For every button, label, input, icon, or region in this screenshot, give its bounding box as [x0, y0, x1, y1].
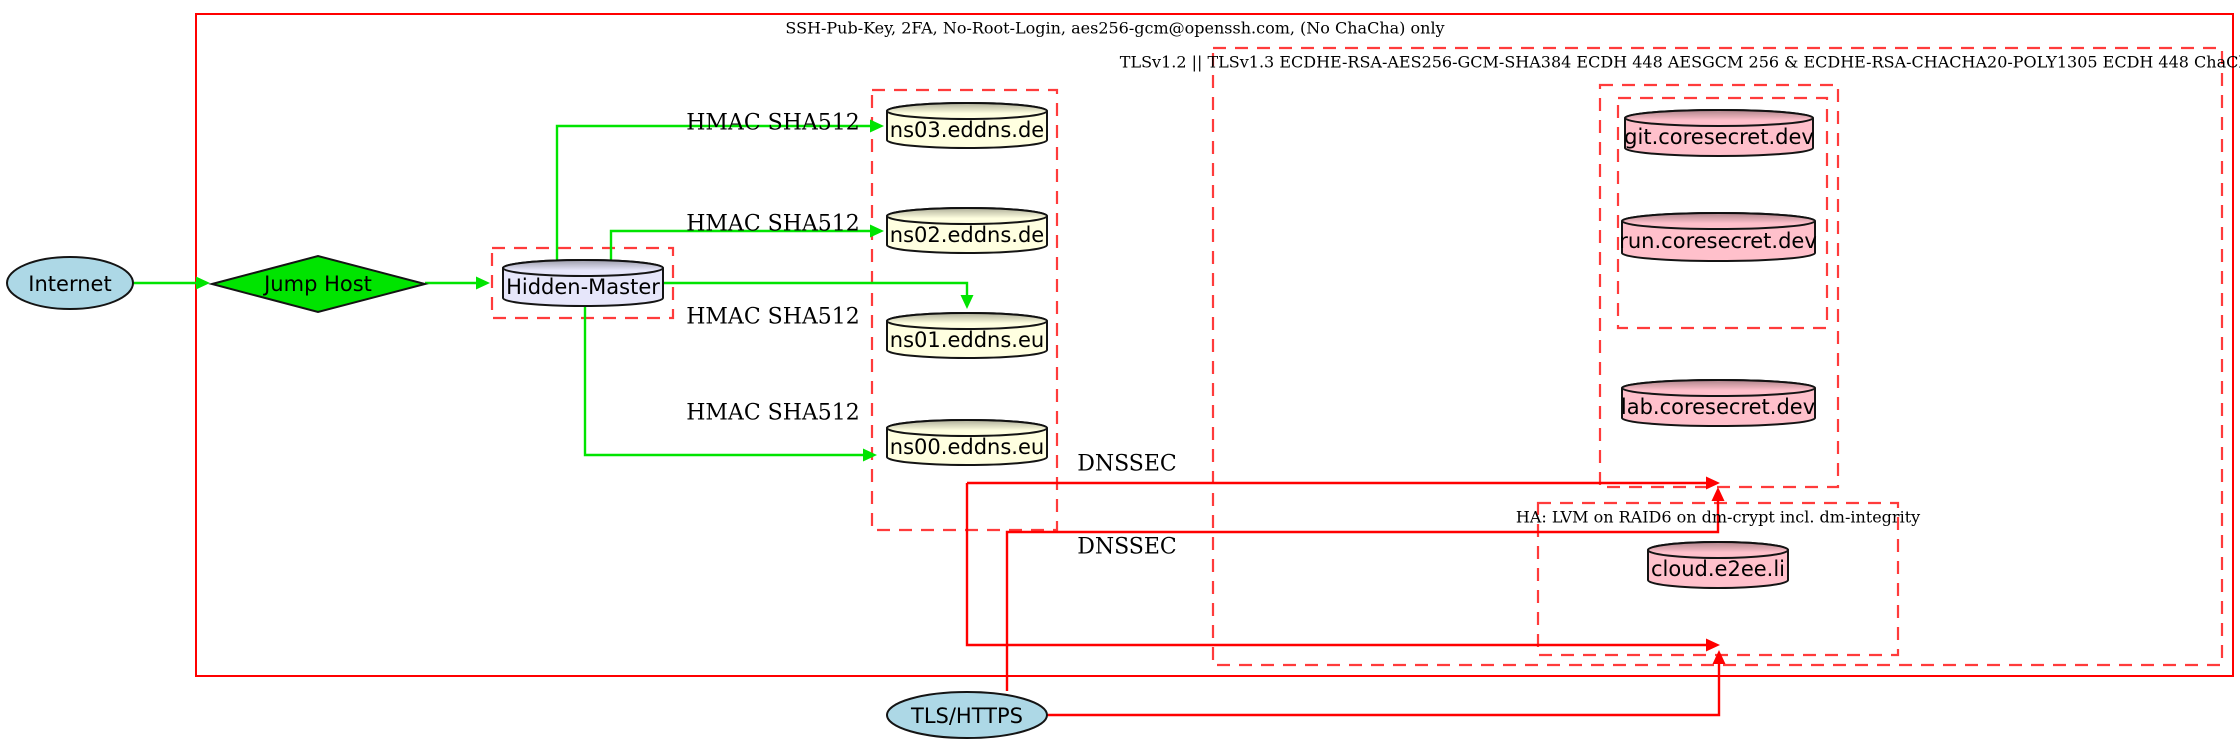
- cylinder-lid: [1624, 109, 1814, 127]
- node-lab-label: lab.coresecret.dev: [1620, 395, 1816, 419]
- cluster-ns-box: [870, 88, 1059, 532]
- edge-label-dnssec-2: DNSSEC: [1077, 534, 1177, 560]
- edge-line: [609, 229, 871, 261]
- edge-tlshttps-coresecret-dnssec: [1005, 487, 1725, 691]
- edge-label-hmac-ns01: HMAC SHA512: [686, 304, 860, 330]
- edge-label-dnssec-1: DNSSEC: [1077, 451, 1177, 477]
- cluster-ssh-box: [195, 13, 2234, 677]
- cylinder-lid: [886, 419, 1048, 437]
- node-cloud-label: cloud.e2ee.li: [1650, 557, 1786, 581]
- arrowhead: [870, 119, 884, 133]
- edge-hiddenmaster-ns02: [609, 224, 884, 261]
- node-ns00-label: ns00.eddns.eu: [889, 435, 1045, 459]
- edge-line: [1047, 663, 1721, 717]
- cluster-tls-label: TLSv1.2 || TLSv1.3 ECDHE-RSA-AES256-GCM-…: [1119, 52, 2240, 72]
- arrowhead: [1706, 476, 1720, 490]
- cylinder-lid: [886, 102, 1048, 120]
- cylinder-lid: [886, 207, 1048, 225]
- node-hiddenmaster-label: Hidden-Master: [506, 275, 660, 299]
- arrowhead: [1706, 638, 1720, 652]
- edge-hiddenmaster-ns00: [583, 304, 877, 462]
- arrowhead: [863, 448, 877, 462]
- node-git-label: git.coresecret.dev: [1624, 125, 1814, 149]
- edge-line: [1005, 500, 1720, 691]
- cylinder-lid: [886, 312, 1048, 330]
- edge-line: [583, 304, 864, 457]
- cluster-hidden-master-box: [490, 246, 675, 320]
- node-run-label: run.coresecret.dev: [1619, 229, 1817, 253]
- arrowhead: [196, 276, 210, 290]
- cylinder-lid: [1621, 212, 1816, 230]
- node-tlshttps-shape: [886, 691, 1048, 739]
- edge-line: [555, 124, 871, 261]
- cluster-ssh-label: SSH-Pub-Key, 2FA, No-Root-Login, aes256-…: [785, 18, 1445, 38]
- edge-internet-jumphost: [132, 276, 210, 290]
- edge-tlshttps-ha: [1047, 650, 1726, 717]
- cylinder-lid: [502, 259, 664, 277]
- edge-line: [965, 483, 1707, 647]
- edge-jumphost-hiddenmaster: [425, 276, 490, 290]
- cylinder-lid: [1647, 541, 1789, 559]
- edge-hiddenmaster-ns03: [555, 119, 884, 261]
- cluster-coresecret-outer-box: [1598, 83, 1840, 489]
- arrowhead: [870, 224, 884, 238]
- node-ns03-label: ns03.eddns.de: [889, 118, 1045, 142]
- cylinder-lid: [1621, 379, 1816, 397]
- node-ns01-label: ns01.eddns.eu: [889, 328, 1045, 352]
- cluster-ha-label: HA: LVM on RAID6 on dm-crypt incl. dm-in…: [1515, 507, 1921, 527]
- node-tlshttps-label: TLS/HTTPS: [910, 704, 1024, 728]
- arrowhead: [960, 295, 974, 309]
- node-internet-shape: [6, 256, 134, 310]
- arrowhead: [476, 276, 490, 290]
- edge-ns-cloud: [965, 483, 1720, 652]
- node-jumphost-shape: [208, 254, 429, 314]
- edge-label-hmac-ns00: HMAC SHA512: [686, 400, 860, 426]
- edge-hiddenmaster-ns01: [663, 281, 974, 309]
- edge-label-hmac-ns02: HMAC SHA512: [686, 211, 860, 237]
- edge-ns-coresecret-dnssec: [967, 476, 1720, 490]
- arrowhead: [1711, 487, 1725, 501]
- node-ns02-label: ns02.eddns.de: [889, 223, 1045, 247]
- node-internet-label: Internet: [28, 272, 112, 296]
- arrowhead: [1712, 650, 1726, 664]
- node-jumphost-label: Jump Host: [264, 272, 372, 296]
- edge-label-hmac-ns03: HMAC SHA512: [686, 110, 860, 136]
- edge-line: [663, 281, 969, 296]
